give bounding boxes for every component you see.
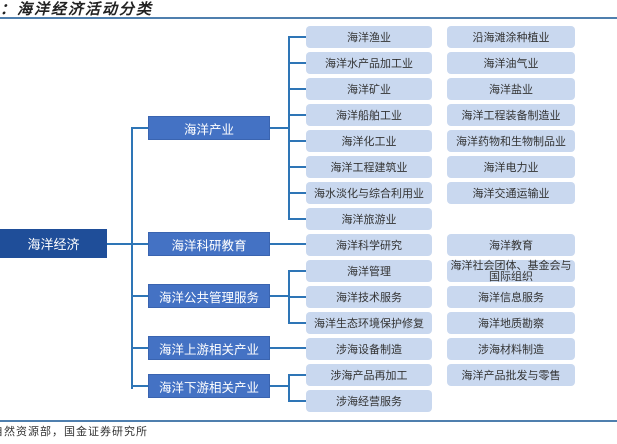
leaf-connector [288,166,306,168]
leaf-node: 海洋水产品加工业 [306,52,432,74]
leaf-node: 海洋技术服务 [306,286,432,308]
leaf-node: 涉海设备制造 [306,338,432,360]
leaf-node: 海洋船舶工业 [306,104,432,126]
category-node: 海洋下游相关产业 [148,374,270,398]
leaf-node: 海洋化工业 [306,130,432,152]
leaf-connector [270,347,306,349]
leaf-node: 海洋地质勘察 [447,312,575,334]
leaf-node: 海洋药物和生物制品业 [447,130,575,152]
root-connector [107,243,132,245]
leaf-node: 海洋交通运输业 [447,182,575,204]
leaf-connector [288,114,306,116]
category-node: 海洋公共管理服务 [148,284,270,308]
branch-line [132,295,148,297]
top-rule [0,17,617,19]
category-node: 海洋产业 [148,116,270,140]
leaf-node: 海洋油气业 [447,52,575,74]
leaf-node: 海水淡化与综合利用业 [306,182,432,204]
leaf-node: 海洋旅游业 [306,208,432,230]
leaf-connector [288,88,306,90]
root-node: 海洋经济 [0,229,107,258]
leaf-connector [288,270,306,272]
leaf-connector [288,218,306,220]
leaf-connector [288,296,306,298]
leaf-connector [288,400,306,402]
leaf-node: 海洋电力业 [447,156,575,178]
leaf-connector [288,322,306,324]
leaf-node: 海洋管理 [306,260,432,282]
bottom-rule [0,420,617,422]
leaf-node: 海洋矿业 [306,78,432,100]
leaf-connector [270,243,306,245]
leaf-connector [288,192,306,194]
category-node: 海洋科研教育 [148,232,270,256]
leaf-node: 涉海经营服务 [306,390,432,412]
leaf-node: 海洋生态环境保护修复 [306,312,432,334]
branch-line [132,347,148,349]
leaf-connector [288,374,306,376]
branch-line [132,243,148,245]
branch-line [270,295,289,297]
category-node: 海洋上游相关产业 [148,336,270,360]
leaf-node: 海洋教育 [447,234,575,256]
source-note: 自然资源部，国金证券研究所 [0,425,148,438]
trunk-line [131,127,133,389]
leaf-node: 海洋渔业 [306,26,432,48]
leaf-connector [288,36,306,38]
leaf-node: 海洋社会团体、基金会与国际组织 [447,260,575,282]
leaf-node: 海洋盐业 [447,78,575,100]
branch-line [132,127,148,129]
leaf-node: 海洋工程建筑业 [306,156,432,178]
branch-vertical [288,374,290,402]
leaf-node: 海洋产品批发与零售 [447,364,575,386]
branch-line [270,385,289,387]
branch-vertical [288,36,290,220]
branch-line [270,127,289,129]
leaf-node: 海洋信息服务 [447,286,575,308]
leaf-node: 涉海产品再加工 [306,364,432,386]
figure-title: ：海洋经济活动分类 [0,0,154,18]
leaf-connector [288,62,306,64]
leaf-node: 海洋工程装备制造业 [447,104,575,126]
leaf-node: 沿海滩涂种植业 [447,26,575,48]
branch-line [132,385,148,387]
leaf-connector [288,140,306,142]
leaf-node: 海洋科学研究 [306,234,432,256]
leaf-node: 涉海材料制造 [447,338,575,360]
